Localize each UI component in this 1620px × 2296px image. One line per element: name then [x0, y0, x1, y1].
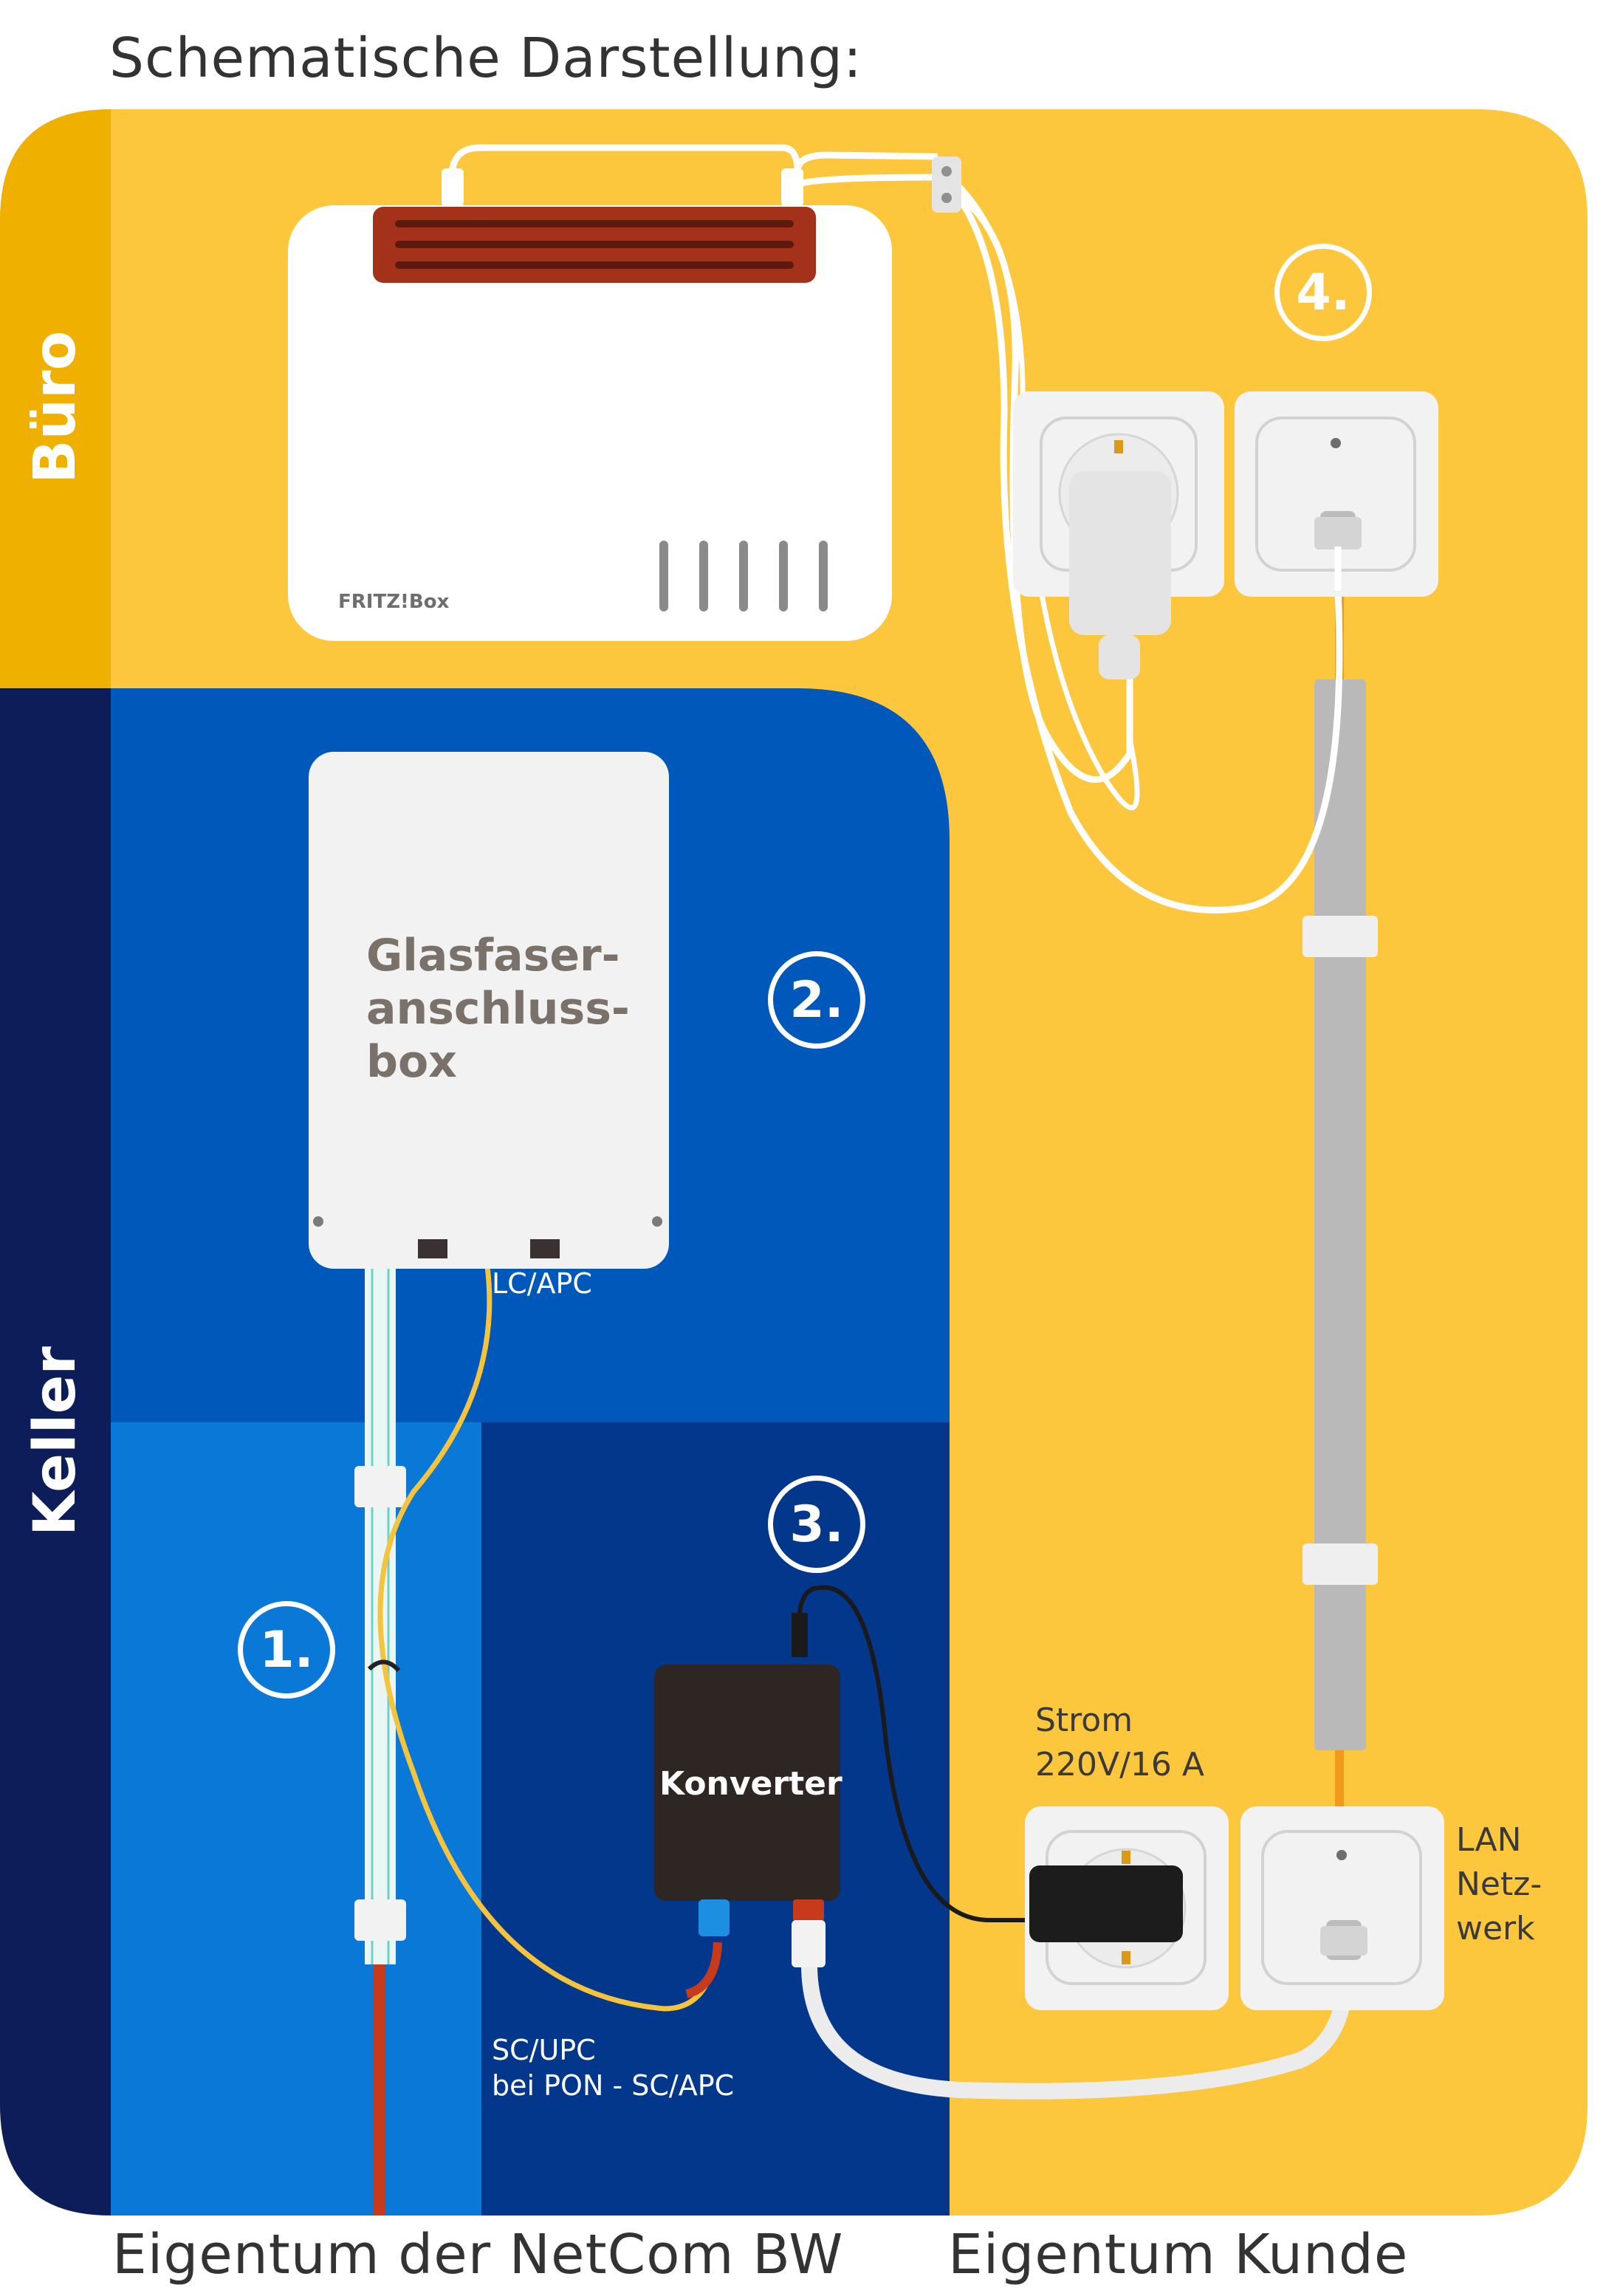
fiber-patch-red-end	[685, 1942, 722, 1998]
converter-power-cable	[797, 1585, 1026, 1922]
lan-label-line: LAN	[1456, 1821, 1522, 1859]
basement-left-zone	[111, 1422, 481, 2216]
lc-apc-label: LC/APC	[492, 1267, 592, 1300]
power-adapter	[1069, 471, 1171, 635]
power-label-line: 220V/16 A	[1035, 1746, 1204, 1783]
office-lan-socket	[1235, 391, 1438, 597]
sc-upc-label-line: SC/UPC	[492, 2034, 596, 2066]
converter-power-adapter	[1029, 1865, 1183, 1942]
fiber-connection-box	[309, 752, 669, 1269]
fiber-box-label-line: box	[366, 1036, 457, 1088]
converter-sc-port	[699, 1899, 730, 1936]
cable-clip	[932, 157, 961, 213]
router-cable	[794, 151, 938, 172]
fiber-box-label: Glasfaser- anschluss- box	[366, 929, 630, 1089]
lan-label-line: Netz-	[1456, 1865, 1542, 1903]
zone-label-basement: Keller	[22, 1346, 89, 1536]
converter-label: Konverter	[659, 1765, 842, 1803]
fiber-box-label-line: anschluss-	[366, 983, 630, 1035]
footer-customer-ownership: Eigentum Kunde	[948, 2223, 1409, 2286]
step-1-badge: 1.	[238, 1601, 335, 1699]
zone-label-office: Büro	[22, 330, 89, 484]
basement-lan-socket	[1240, 1806, 1444, 2010]
router-cable	[448, 144, 801, 178]
duct-clip	[1302, 916, 1378, 957]
router-connector	[442, 168, 464, 207]
router-label: FRITZ!Box	[338, 591, 450, 613]
converter-lan-cable	[801, 1949, 1354, 2100]
step-2-badge: 2.	[768, 951, 865, 1049]
lan-label-line: werk	[1456, 1910, 1535, 1947]
converter-lan-port	[793, 1899, 824, 1922]
step-4-badge: 4.	[1274, 244, 1372, 341]
fiber-box-label-line: Glasfaser-	[366, 930, 620, 981]
power-label-line: Strom	[1035, 1702, 1133, 1739]
converter-device	[654, 1665, 840, 1901]
duct-clip	[1302, 1543, 1378, 1585]
diagram-title: Schematische Darstellung:	[109, 27, 862, 90]
lc-apc-port	[418, 1239, 447, 1258]
bundle-clip	[354, 1466, 406, 1507]
step-3-badge: 3.	[768, 1476, 865, 1573]
office-strip	[0, 109, 111, 688]
lan-label: LAN Netz- werk	[1456, 1818, 1542, 1951]
cable-duct	[1314, 679, 1366, 1750]
footer-netcom-ownership: Eigentum der NetCom BW	[112, 2223, 844, 2286]
fiber-patch-yellow	[377, 1266, 719, 2012]
sc-upc-label-line: bei PON - SC/APC	[492, 2069, 735, 2102]
basement-strip	[0, 688, 111, 2216]
router-cable	[938, 174, 1343, 914]
power-label: Strom 220V/16 A	[1035, 1699, 1204, 1787]
lc-apc-port	[530, 1239, 560, 1258]
router-connector	[781, 168, 803, 207]
fritzbox-router	[288, 205, 892, 641]
bundle-clip	[354, 1899, 406, 1941]
sc-upc-label: SC/UPC bei PON - SC/APC	[492, 2032, 734, 2103]
